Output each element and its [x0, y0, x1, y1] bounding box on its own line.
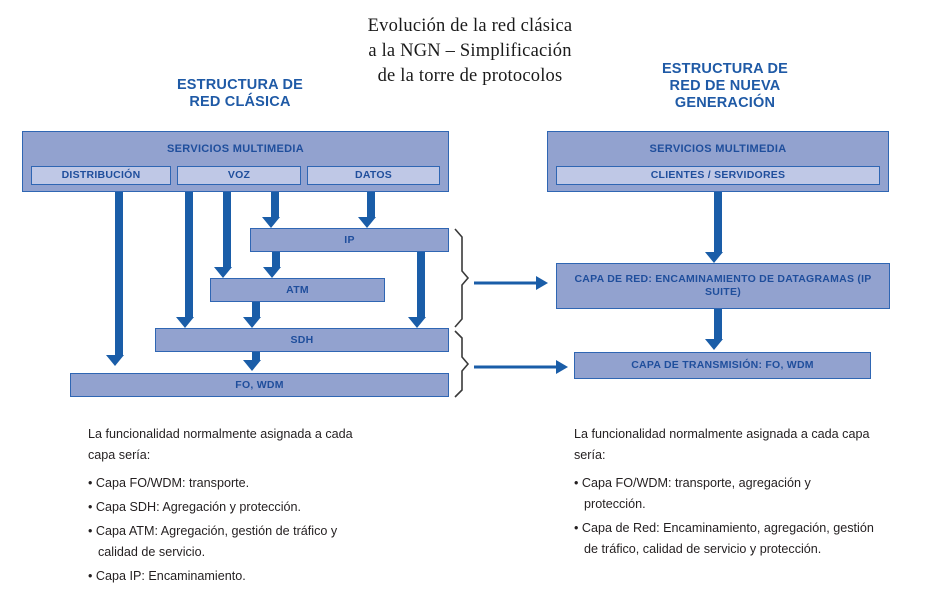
- left-layer-ip[interactable]: IP: [250, 228, 449, 252]
- right-column-heading-line-3: GENERACIÓN: [674, 95, 776, 111]
- left-arrowhead-atm-to-sdh: [243, 317, 261, 329]
- left-notes-item: • Capa SDH: Agregación y protección.: [88, 500, 302, 514]
- left-arrowhead-datos-to-ip: [358, 217, 376, 229]
- left-arrowhead-ip-to-atm: [263, 267, 281, 279]
- brace-lower: [452, 330, 470, 398]
- left-arrowhead-voz-to-sdh: [176, 317, 194, 329]
- left-service-box-distribucion[interactable]: DISTRIBUCIÓN: [31, 166, 171, 185]
- left-notes-item: • Capa FO/WDM: transporte.: [88, 476, 250, 490]
- left-service-box-voz[interactable]: VOZ: [177, 166, 301, 185]
- transition-arrow-to-capa-de-transmision: [474, 360, 569, 374]
- left-notes-item: • Capa IP: Encaminamiento.: [88, 569, 246, 583]
- left-service-box-datos[interactable]: DATOS: [307, 166, 440, 185]
- left-connector-voz-to-sdh: [185, 192, 193, 317]
- page-title-line-1: Evolución de la red clásica: [367, 16, 573, 36]
- right-column-heading-line-2: RED DE NUEVA: [669, 78, 781, 94]
- left-notes: La funcionalidad normalmente asignada a …: [88, 424, 378, 590]
- right-column-heading-line-1: ESTRUCTURA DE: [661, 61, 789, 77]
- left-arrowhead-sdh-to-fowdm: [243, 360, 261, 372]
- transition-arrow-to-capa-de-red: [474, 276, 549, 290]
- right-notes-list: • Capa FO/WDM: transporte, agregación y …: [574, 473, 874, 560]
- left-arrowhead-voz-to-ip: [262, 217, 280, 229]
- left-arrowhead-voz-to-atm: [214, 267, 232, 279]
- left-layer-atm[interactable]: ATM: [210, 278, 385, 302]
- right-arrowhead-capa-red-to-transmision: [705, 339, 723, 351]
- right-layer-capa-de-transmision[interactable]: CAPA DE TRANSMISIÓN: FO, WDM: [574, 352, 871, 379]
- brace-upper: [452, 228, 470, 328]
- left-layer-fowdm[interactable]: FO, WDM: [70, 373, 449, 397]
- diagram-canvas: Evolución de la red clásica a la NGN – S…: [22, 14, 890, 583]
- left-connector-atm-to-sdh: [252, 302, 260, 317]
- left-arrowhead-ip-to-sdh: [408, 317, 426, 329]
- left-connector-ip-to-atm: [272, 252, 280, 267]
- right-layer-capa-de-red[interactable]: CAPA DE RED: ENCAMINAMIENTO DE DATAGRAMA…: [556, 263, 890, 309]
- left-notes-intro: La funcionalidad normalmente asignada a …: [88, 427, 353, 462]
- left-connector-voz-to-atm: [223, 192, 231, 267]
- right-column-heading: ESTRUCTURA DE RED DE NUEVA GENERACIÓN: [620, 61, 830, 112]
- page-title: Evolución de la red clásica a la NGN – S…: [330, 14, 610, 89]
- left-layer-sdh[interactable]: SDH: [155, 328, 449, 352]
- left-connector-sdh-to-fowdm: [252, 352, 260, 360]
- left-column-heading: ESTRUCTURA DE RED CLÁSICA: [140, 77, 340, 111]
- left-connector-datos-to-ip: [367, 192, 375, 217]
- page-title-line-3: de la torre de protocolos: [377, 66, 563, 86]
- right-notes-item: • Capa de Red: Encaminamiento, agregació…: [574, 521, 874, 556]
- left-connector-voz-to-ip: [271, 192, 279, 217]
- left-notes-list: • Capa FO/WDM: transporte. • Capa SDH: A…: [88, 473, 378, 587]
- right-notes-item: • Capa FO/WDM: transporte, agregación y …: [574, 476, 811, 511]
- left-column-heading-line-1: ESTRUCTURA DE: [176, 77, 304, 93]
- right-arrowhead-servicios-to-capa-red: [705, 252, 723, 264]
- left-connector-ip-to-sdh: [417, 252, 425, 317]
- left-column-heading-line-2: RED CLÁSICA: [189, 94, 291, 110]
- right-notes: La funcionalidad normalmente asignada a …: [574, 424, 874, 563]
- left-notes-item: • Capa ATM: Agregación, gestión de tráfi…: [88, 524, 338, 559]
- right-notes-intro: La funcionalidad normalmente asignada a …: [574, 427, 870, 462]
- left-connector-distribucion-to-fowdm: [115, 192, 123, 355]
- right-service-box-clientes-servidores[interactable]: CLIENTES / SERVIDORES: [556, 166, 880, 185]
- right-connector-servicios-to-capa-red: [714, 192, 722, 252]
- right-services-label: SERVICIOS MULTIMEDIA: [649, 143, 787, 155]
- left-services-label: SERVICIOS MULTIMEDIA: [167, 143, 304, 155]
- left-arrowhead-distribucion-to-fowdm: [106, 355, 124, 367]
- page-title-line-2: a la NGN – Simplificación: [368, 41, 572, 61]
- right-connector-capa-red-to-transmision: [714, 309, 722, 339]
